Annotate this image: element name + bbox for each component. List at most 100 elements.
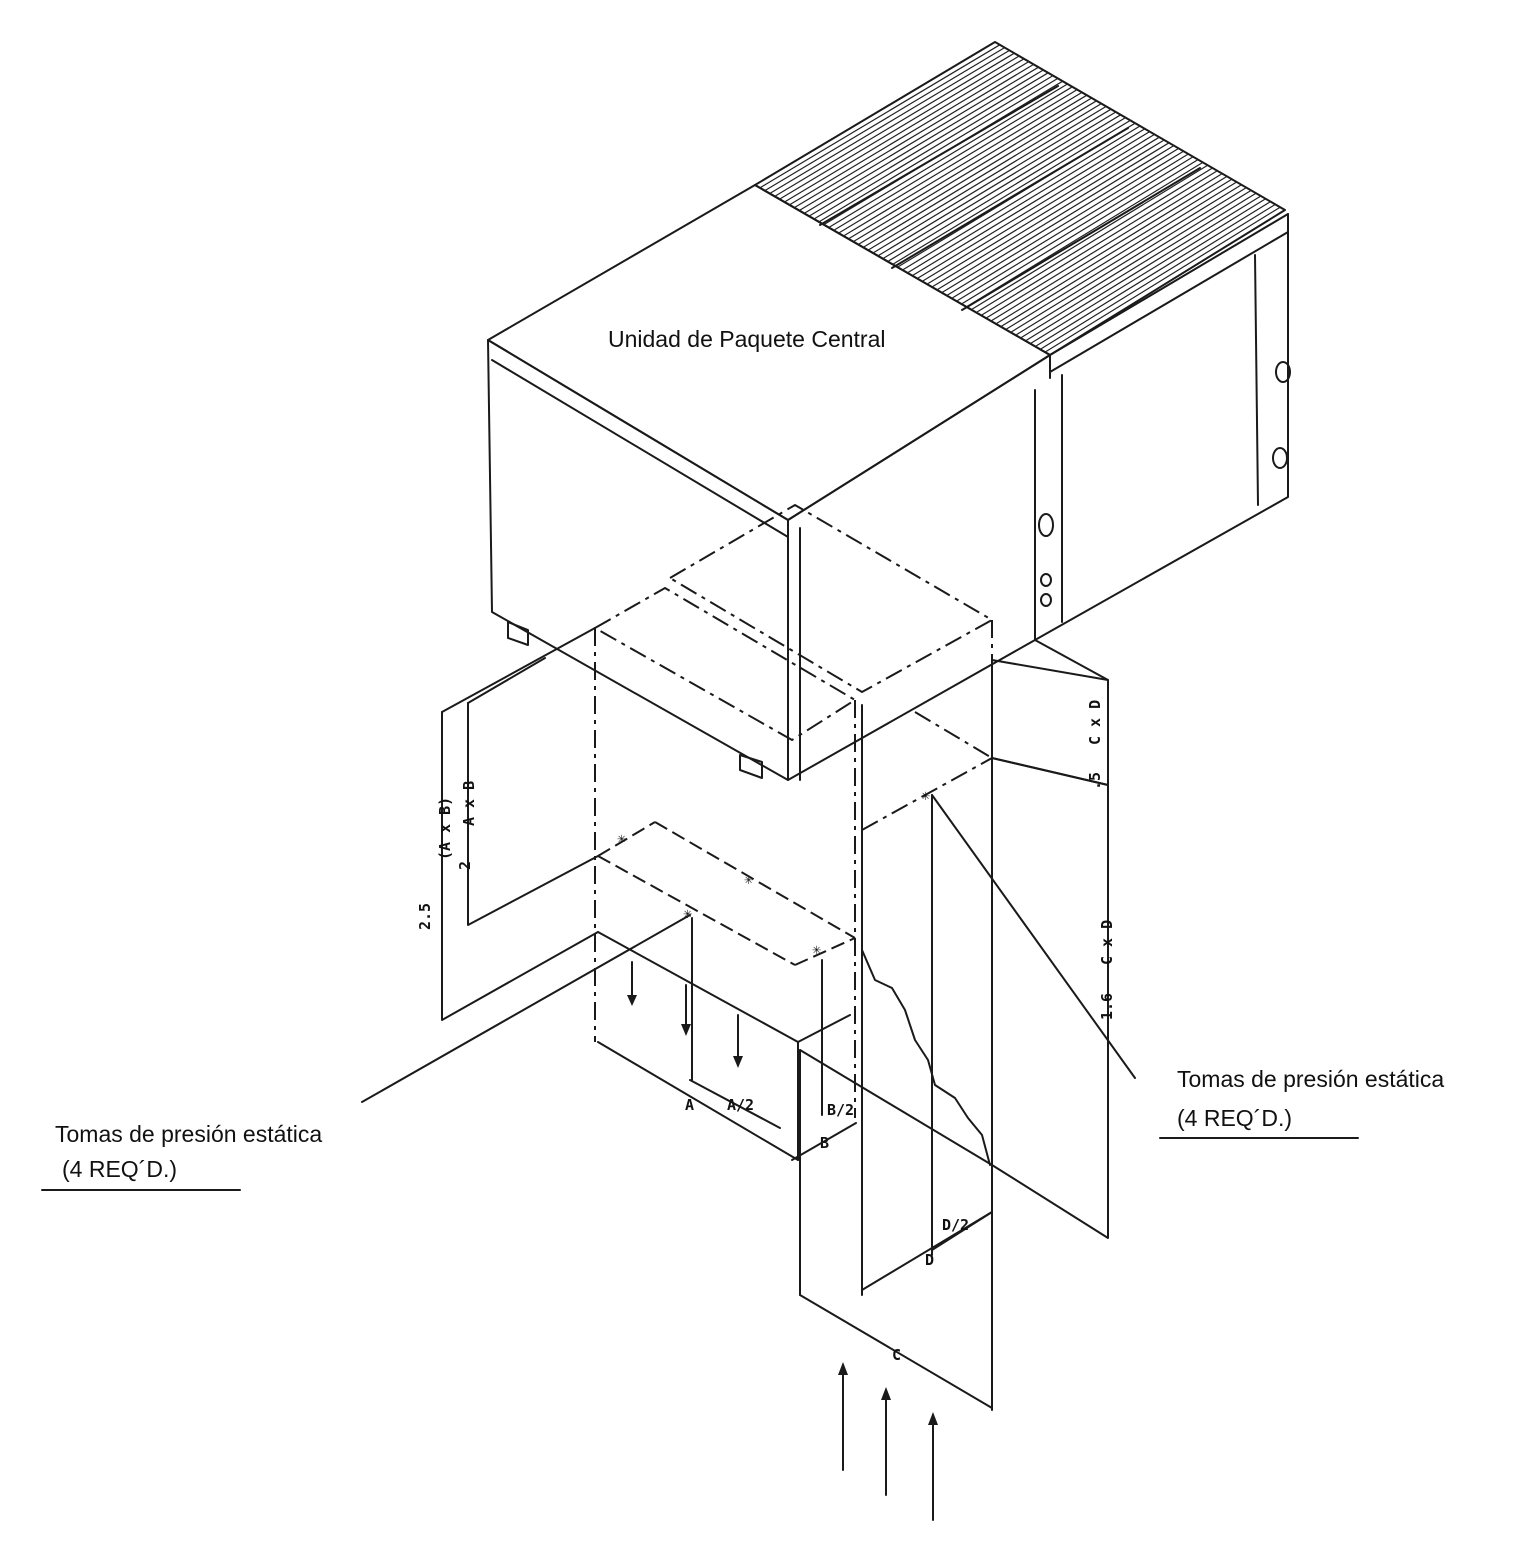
grille-line <box>1015 189 1252 336</box>
dim-right-upper-expr: C x D <box>1086 700 1104 745</box>
grille-line <box>779 55 1020 200</box>
dim-left-outer: 2.5 <box>416 903 434 930</box>
grille-line <box>892 119 1131 265</box>
grille-line <box>828 83 1068 229</box>
grille-line <box>843 91 1083 237</box>
grille-line <box>853 97 1092 243</box>
grille-line <box>838 89 1078 234</box>
grille-line <box>971 164 1208 311</box>
dim-a-half: A/2 <box>727 1096 754 1114</box>
grille-line <box>862 103 1102 248</box>
grille-line <box>916 133 1155 280</box>
tap-marker: ✳ <box>617 829 626 847</box>
grille-line <box>774 52 1015 197</box>
dim-left-inner: 2 <box>456 861 474 870</box>
right-dimension-bracket: .5 C x D 1.6 C x D <box>991 639 1116 1239</box>
grille-line <box>798 66 1039 212</box>
dim-right-upper: .5 <box>1086 772 1104 790</box>
grille-line <box>808 72 1049 217</box>
grille-line <box>980 170 1218 316</box>
grille-line <box>818 77 1059 223</box>
tap-marker: ✳ <box>812 940 821 958</box>
access-port <box>1272 447 1288 469</box>
grille-line <box>867 105 1107 251</box>
dim-left-inner-expr: A x B <box>460 781 478 826</box>
grille-line <box>813 75 1054 220</box>
unit-side-face <box>787 213 1289 781</box>
grille-line <box>794 63 1034 209</box>
grille-line <box>995 178 1233 325</box>
unit-foot <box>739 754 763 779</box>
grille-line <box>975 167 1213 314</box>
grille-line <box>764 47 1005 192</box>
grille-line <box>848 94 1088 240</box>
grille-line <box>1039 203 1276 350</box>
package-unit: Unidad de Paquete Central <box>487 41 1291 781</box>
dim-a: A <box>685 1096 694 1114</box>
dim-right-lower-expr: C x D <box>1098 920 1116 965</box>
dim-b-half: B/2 <box>827 1101 854 1119</box>
dim-left-outer-expr: (A x B) <box>436 797 454 860</box>
grille-line <box>769 49 1010 195</box>
return-duct: ✳ ✳ ✳ ✳ A A/2 B B/2 <box>592 586 863 1296</box>
grille-line <box>857 100 1097 246</box>
grille-line <box>921 136 1160 282</box>
unit-top-panel <box>487 184 1051 521</box>
access-port <box>1275 361 1291 383</box>
right-taps-req-label: (4 REQ´D.) <box>1177 1105 1292 1131</box>
dim-d: D <box>925 1251 934 1269</box>
grille-line <box>789 61 1030 206</box>
supply-duct: ✳ D D/2 C <box>668 503 995 1521</box>
grille-line <box>956 156 1194 302</box>
grille-line <box>803 69 1044 214</box>
grille-line <box>1044 206 1281 353</box>
grille-line <box>1010 187 1247 333</box>
tap-marker: ✳ <box>744 870 753 888</box>
dim-d-half: D/2 <box>942 1216 969 1234</box>
grille-line <box>877 111 1117 257</box>
unit-title: Unidad de Paquete Central <box>608 326 885 352</box>
grille-line <box>1025 195 1262 342</box>
grille-line <box>1034 201 1271 348</box>
grille-line <box>759 44 1001 189</box>
dim-right-lower: 1.6 <box>1098 993 1116 1020</box>
grille-line <box>784 58 1025 203</box>
dim-c: C <box>892 1346 901 1364</box>
tap-marker: ✳ <box>683 904 692 922</box>
grille-line <box>907 128 1146 274</box>
access-port <box>1040 593 1052 607</box>
grille-line <box>931 142 1170 288</box>
left-taps-label: Tomas de presión estática <box>55 1121 322 1147</box>
grille-line <box>941 147 1179 294</box>
left-callout: Tomas de presión estática (4 REQ´D.) <box>41 914 691 1191</box>
dim-b: B <box>820 1134 829 1152</box>
grille-line <box>985 173 1223 319</box>
grille-lines <box>759 44 1281 353</box>
grille-line <box>882 114 1121 260</box>
grille-line <box>990 175 1228 322</box>
grille-line <box>1005 184 1242 331</box>
grille-line <box>946 150 1184 297</box>
grille-line <box>961 159 1199 305</box>
tap-marker: ✳ <box>921 786 930 804</box>
access-port <box>1040 573 1052 587</box>
grille-line <box>1030 198 1266 345</box>
access-port <box>1038 513 1054 537</box>
grille-line <box>912 131 1150 277</box>
grille-line <box>887 117 1126 263</box>
grille-line <box>833 86 1073 231</box>
left-dimension-bracket: 2.5 (A x B) 2 A x B <box>416 627 599 1021</box>
grille-line <box>902 125 1141 271</box>
right-taps-label: Tomas de presión estática <box>1177 1066 1444 1092</box>
grille-line <box>1020 192 1257 339</box>
left-taps-req-label: (4 REQ´D.) <box>62 1156 177 1182</box>
right-callout: Tomas de presión estática (4 REQ´D.) <box>931 794 1444 1139</box>
grille-line <box>1000 181 1237 328</box>
unit-foot <box>507 621 529 646</box>
grille-line <box>926 139 1165 285</box>
grille-line <box>872 108 1112 254</box>
grille-line <box>951 153 1189 299</box>
unit-front-face <box>487 339 789 781</box>
grille-line <box>936 145 1175 291</box>
